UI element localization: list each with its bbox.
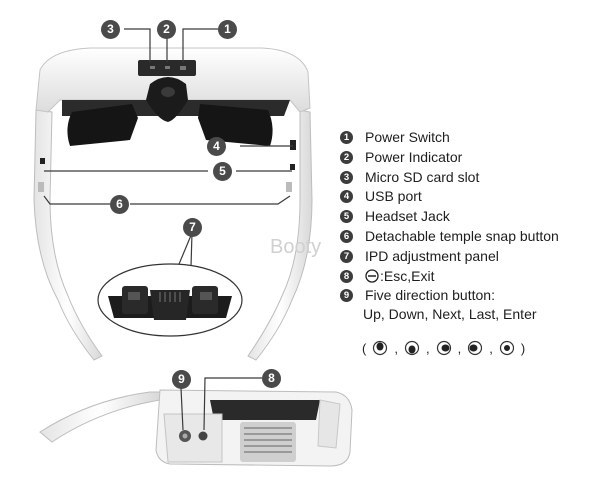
legend-number: 7 [340,249,353,263]
legend-number: 4 [340,190,353,204]
separator: , [457,340,462,356]
ipd-inset [97,263,243,337]
legend-number: 8 [340,269,353,283]
separator: , [425,340,430,356]
legend-number: 3 [340,170,353,184]
callout-8: 8 [262,369,281,388]
open-paren: ( [362,340,367,356]
callout-1: 1 [218,20,237,39]
legend-item: 4 USB port [340,187,598,207]
direction-down-icon [404,340,420,356]
legend-text: Detachable temple snap button [365,227,559,244]
legend: 1 Power Switch 2 Power Indicator 3 Micro SD… [340,128,598,306]
callout-2: 2 [157,20,176,39]
legend-number: 5 [340,210,353,224]
callout-3: 3 [101,20,120,39]
legend-item: 7 IPD adjustment panel [340,247,598,267]
glasses-side-view [39,389,353,467]
direction-up-icon [373,340,388,356]
separator: , [489,340,493,356]
legend-item: 9 Five direction button: [340,286,598,306]
glasses-front-view [33,47,313,361]
callout-6: 6 [110,195,129,214]
legend-text: Five direction button: [365,287,495,304]
direction-next-icon [436,340,451,356]
direction-icons-row: ( , , , , ) [362,338,525,358]
legend-text: Power Indicator [365,148,463,165]
legend-text: :Esc,Exit [380,267,435,284]
legend-text: Power Switch [365,129,450,145]
callout-leaders-side [180,377,262,431]
legend-text: Micro SD card slot [365,168,480,185]
separator: , [394,340,398,356]
callout-5: 5 [213,162,232,181]
callout-9: 9 [172,370,191,389]
legend-item: 3 Micro SD card slot [340,168,598,188]
close-paren: ) [520,340,526,356]
legend-number: 9 [340,289,353,303]
direction-last-icon [468,340,483,356]
legend-number: 2 [340,150,353,164]
legend-text: USB port [365,188,422,205]
esc-button-icon [365,269,379,284]
direction-enter-icon [499,340,514,356]
legend-number: 1 [340,131,353,144]
legend-continuation: Up, Down, Next, Last, Enter [363,306,537,322]
legend-item: 5 Headset Jack [340,207,598,227]
legend-item: 2 Power Indicator [340,148,598,168]
legend-text: IPD adjustment panel [365,247,499,264]
legend-text: Headset Jack [365,208,450,225]
callout-7: 7 [183,218,202,237]
legend-item: 8 :Esc,Exit [340,267,598,287]
callout-4: 4 [207,137,226,156]
legend-number: 6 [340,229,353,243]
legend-item: 1 Power Switch [340,128,598,148]
watermark: Booty [270,236,322,258]
legend-item: 6 Detachable temple snap button [340,227,598,247]
